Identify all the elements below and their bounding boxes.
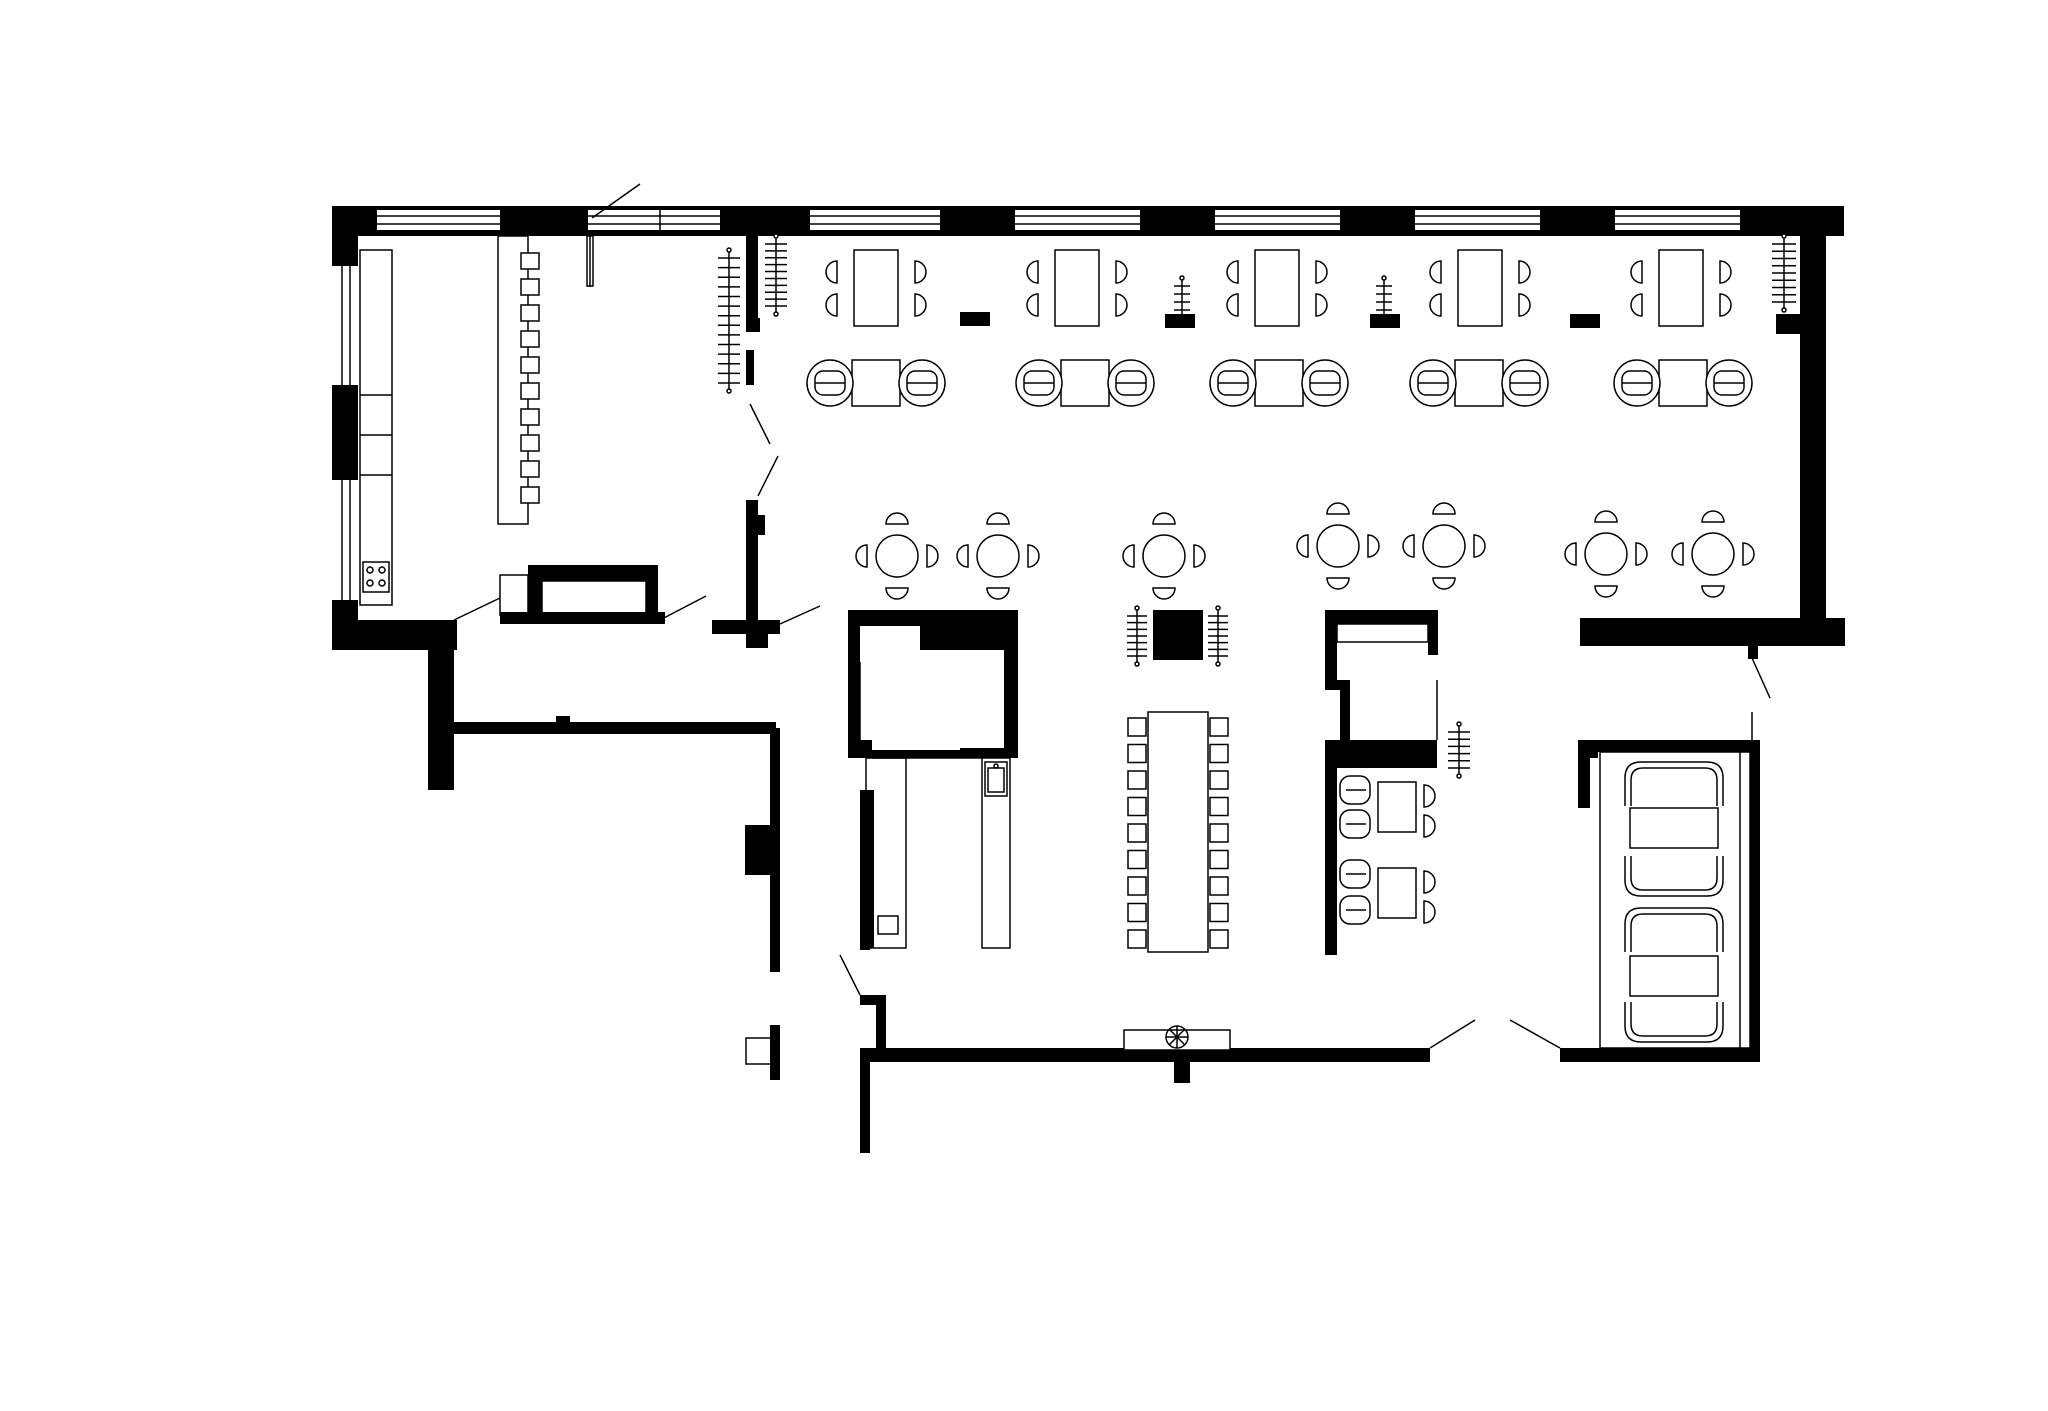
bar-stool <box>520 460 540 478</box>
round-tables <box>855 502 1755 600</box>
speaker-blocks <box>960 312 1802 334</box>
armchair-set <box>1209 359 1349 407</box>
bar-stool <box>520 434 540 452</box>
lounge-sofa <box>1624 856 1724 897</box>
banquet-chair <box>1127 929 1147 949</box>
armchair-set <box>1015 359 1155 407</box>
walls <box>332 206 1845 1153</box>
banquet-chair <box>1209 743 1229 764</box>
fireplace <box>1123 1025 1231 1051</box>
lounge-sofa <box>1624 761 1724 806</box>
bar-stool <box>520 382 540 400</box>
round-table <box>976 534 1020 578</box>
armchair-set <box>1409 359 1549 407</box>
coffee-table <box>1060 359 1110 407</box>
dining-table <box>853 249 899 327</box>
banquet-chair <box>1127 902 1147 923</box>
lounge-table <box>1629 955 1719 997</box>
coffee-table <box>1454 359 1504 407</box>
cooktop-icon <box>362 561 390 593</box>
dining-table <box>1254 249 1300 327</box>
banquet-chair <box>1127 876 1147 896</box>
dining-table <box>1054 249 1100 327</box>
booth-chairs <box>1339 775 1436 925</box>
round-table <box>1316 524 1360 568</box>
banquet-chair <box>1127 717 1147 737</box>
kitchen <box>859 614 1011 949</box>
round-table-set <box>956 512 1040 600</box>
round-table <box>1584 532 1628 576</box>
round-table <box>1142 534 1186 578</box>
bar-stool <box>520 304 540 322</box>
bar-stool <box>520 330 540 348</box>
banquet-chair <box>1127 823 1147 843</box>
round-table <box>875 534 919 578</box>
bar-stool <box>520 356 540 374</box>
round-table <box>1422 524 1466 568</box>
lounge-table <box>1629 807 1719 849</box>
dining-table-set <box>1026 249 1128 327</box>
dining-tables <box>825 249 1732 327</box>
round-table-set <box>1296 502 1380 590</box>
banquet-chair <box>1127 743 1147 764</box>
round-table-set <box>1564 510 1648 598</box>
radiators <box>718 233 1796 779</box>
sink-icon <box>984 761 1008 797</box>
dining-table-set <box>825 249 927 327</box>
banquet-chair <box>1127 770 1147 790</box>
armchair-set <box>1613 359 1753 407</box>
round-table-set <box>1122 512 1206 600</box>
lounge-sofa <box>1624 907 1724 952</box>
bar-stool <box>520 408 540 426</box>
banquet-chair <box>1209 876 1229 896</box>
bar-stool <box>520 278 540 296</box>
bar-stool <box>520 486 540 504</box>
round-table-set <box>1671 510 1755 598</box>
banquet-tabletop <box>1147 711 1209 953</box>
banquet-chair <box>1209 717 1229 737</box>
lounge-sofa <box>1624 1002 1724 1043</box>
dining-table-set <box>1630 249 1732 327</box>
banquet-chair <box>1209 929 1229 949</box>
bar-stool <box>520 252 540 270</box>
left-room-furniture <box>359 235 665 624</box>
round-table <box>1691 532 1735 576</box>
lounge-seats <box>1624 761 1724 1043</box>
coffee-table <box>1658 359 1708 407</box>
armchair-sets <box>806 359 1753 407</box>
banquet-chair <box>1209 849 1229 870</box>
round-table-set <box>855 512 939 600</box>
booth-area <box>1336 623 1438 919</box>
banquet-chair <box>1209 770 1229 790</box>
banquet-chair <box>1209 902 1229 923</box>
dining-table <box>1658 249 1704 327</box>
banquet-chair <box>1127 796 1147 817</box>
armchair-set <box>806 359 946 407</box>
coffee-table <box>851 359 901 407</box>
banquet-table <box>1127 711 1229 953</box>
dining-table <box>1457 249 1503 327</box>
dining-table-set <box>1429 249 1531 327</box>
banquet-chair <box>1209 796 1229 817</box>
windows <box>341 210 1740 600</box>
coffee-table <box>1254 359 1304 407</box>
banquet-chair <box>1209 823 1229 843</box>
round-table-set <box>1402 502 1486 590</box>
dining-table-set <box>1226 249 1328 327</box>
doors <box>453 183 1790 1049</box>
banquet-chair <box>1127 849 1147 870</box>
